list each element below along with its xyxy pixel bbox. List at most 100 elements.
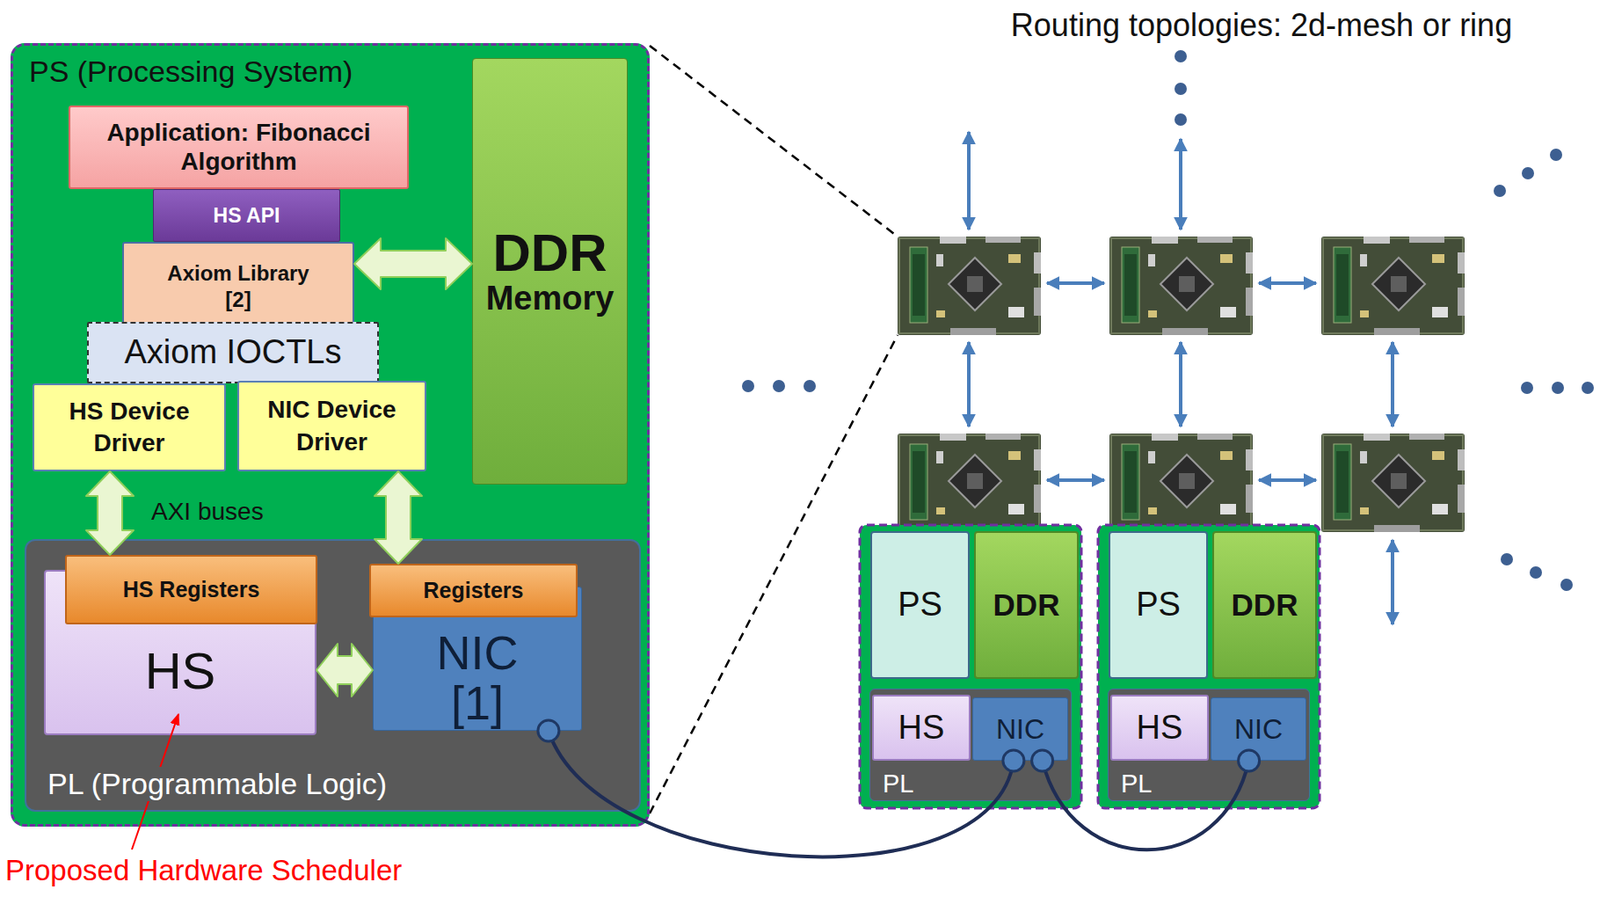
box-text: HS — [898, 708, 946, 748]
node-housing — [859, 524, 1082, 808]
edge-group — [86, 238, 1260, 857]
ioctl-box: Axiom IOCTLs — [87, 321, 379, 384]
dot — [1174, 82, 1187, 95]
dot — [772, 379, 786, 393]
label-holder: Routing topologies: 2d-mesh or ring — [1010, 7, 1513, 44]
bus-arrow — [316, 643, 373, 697]
label-holder: AXI buses — [151, 497, 264, 526]
fpga-board — [1109, 433, 1253, 532]
box-text: DDR — [993, 587, 1061, 623]
link-arrow — [1390, 539, 1395, 625]
cable-line — [1042, 760, 1250, 850]
leader-line — [131, 713, 179, 850]
label-text: Proposed Hardware Scheduler — [5, 854, 402, 887]
dot — [1549, 148, 1563, 161]
link-arrow — [967, 341, 971, 427]
port-dot — [1238, 749, 1260, 771]
box-text: HS Registers — [123, 576, 261, 603]
dot — [1174, 113, 1187, 126]
port-dot — [538, 720, 560, 742]
scheduler-block: HS — [1110, 694, 1209, 761]
ps-block: PS — [1108, 530, 1208, 679]
bus-arrow — [374, 471, 422, 564]
dot — [1500, 552, 1513, 566]
link-arrow — [1390, 341, 1395, 427]
api-box: HS API — [152, 189, 341, 242]
nic-block: NIC — [1210, 697, 1307, 761]
label-holder: Proposed Hardware Scheduler — [5, 854, 402, 887]
label-text: Routing topologies: 2d-mesh or ring — [1010, 7, 1513, 44]
box-text: PS (Processing System) — [29, 54, 353, 89]
pl-region: PL HS NIC — [869, 688, 1072, 801]
port-dot — [1032, 749, 1054, 771]
driver-box: NIC Device Driver — [237, 380, 427, 472]
box-text: NIC — [996, 712, 1045, 746]
bus-arrow — [86, 471, 134, 555]
box-text: DDR — [1231, 587, 1299, 623]
fpga-board — [897, 236, 1041, 335]
box-text: PL — [1117, 770, 1156, 799]
application-box: Application: Fibonacci Algorithm — [68, 105, 409, 190]
memory-block: DDR — [1212, 530, 1317, 679]
label-text: AXI buses — [151, 497, 264, 526]
memory-block: DDRMemory — [472, 58, 628, 485]
cable — [538, 720, 1025, 857]
driver-box: HS Device Driver — [32, 383, 226, 472]
box-text: HS API — [213, 203, 281, 227]
register-bar: Registers — [369, 563, 578, 618]
memory-block: DDR — [974, 530, 1079, 679]
register-bar: HS Registers — [65, 554, 318, 625]
board-grid — [897, 236, 1465, 532]
box-text: HS — [145, 641, 217, 701]
box-text: Application: Fibonacci Algorithm — [75, 118, 402, 175]
dot — [1560, 578, 1573, 591]
link-arrow — [967, 131, 971, 230]
cable-line — [548, 730, 1014, 857]
pl-region: PL (Programmable Logic) HS HS RegistersNIC… — [24, 538, 641, 812]
dot — [741, 379, 755, 393]
dot — [1520, 381, 1534, 394]
node-housings — [859, 524, 1320, 808]
continuation-dots — [741, 50, 1594, 591]
link-arrow — [1047, 281, 1105, 285]
box-text: NIC — [1234, 712, 1283, 746]
box-text: PS — [897, 585, 943, 625]
fpga-board — [1321, 433, 1465, 532]
box-text: NIC [1] — [436, 627, 519, 728]
fpga-board — [897, 433, 1041, 532]
dot — [803, 379, 816, 393]
dot — [1174, 50, 1187, 63]
port-dot — [1003, 749, 1025, 771]
pl-region: PL HS NIC — [1107, 688, 1310, 801]
dot — [1521, 167, 1535, 180]
dot — [1581, 381, 1594, 394]
box-text: Memory — [486, 280, 615, 318]
dot — [1551, 381, 1564, 394]
box-text: HS Device Driver — [41, 395, 218, 460]
box-text: NIC Device Driver — [246, 393, 418, 459]
box-text: PL — [879, 770, 917, 799]
fpga-board — [1109, 236, 1253, 335]
box-text: Axiom Library [2] — [157, 260, 320, 313]
box-text: Registers — [423, 577, 524, 604]
link-arrow — [1047, 478, 1105, 482]
cable — [1032, 749, 1260, 850]
link-arrow — [1258, 281, 1317, 285]
box-text: HS — [1136, 708, 1184, 748]
link-arrow — [1178, 341, 1183, 427]
scheduler-block: HS — [872, 694, 971, 761]
box-text: Axiom IOCTLs — [123, 333, 342, 372]
zoom-line — [649, 45, 898, 237]
box-text: PS — [1135, 585, 1181, 625]
fpga-board — [1321, 236, 1465, 335]
nic-block: NIC — [972, 697, 1069, 761]
bus-arrow — [354, 238, 473, 290]
box-text: PL (Programmable Logic) — [43, 766, 391, 801]
box-text: DDR — [493, 225, 608, 281]
link-arrow — [1258, 478, 1317, 482]
ps-block: PS — [870, 530, 970, 679]
dot — [1493, 184, 1506, 197]
dot — [1529, 566, 1542, 579]
